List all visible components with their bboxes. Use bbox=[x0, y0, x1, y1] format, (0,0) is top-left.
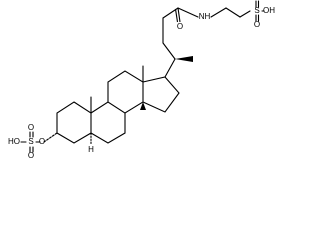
label-sulfonic-oh: OH bbox=[263, 6, 275, 15]
ring-d bbox=[142, 76, 180, 113]
bond-c24-n bbox=[177, 7, 199, 18]
bond-c17-c20 bbox=[164, 58, 176, 78]
label-sulfate-ho: HO bbox=[8, 137, 20, 146]
label-sulfate-o-bottom: O bbox=[28, 151, 34, 160]
wedge-c14-h bbox=[140, 102, 146, 110]
label-sulfonic-o-bottom: O bbox=[254, 20, 260, 29]
label-sulfate-o-top: O bbox=[28, 123, 34, 132]
label-sulfate-o-link: O bbox=[39, 137, 45, 146]
wedge-bonds bbox=[140, 56, 193, 110]
label-sulfonic-s: S bbox=[254, 6, 259, 15]
bond-c3-o bbox=[43, 132, 58, 143]
bond-c20-c22 bbox=[162, 42, 176, 60]
ring-b bbox=[90, 101, 126, 144]
bond-c24-o bbox=[177, 7, 181, 23]
label-sulfonic-o-top: O bbox=[254, 0, 260, 1]
bond-c24-o-2 bbox=[174, 8, 179, 23]
bond-n-ch2 bbox=[210, 7, 227, 18]
label-amide-nh: NH bbox=[199, 12, 211, 21]
label-sulfate-s: S bbox=[28, 137, 33, 146]
ring-a bbox=[56, 101, 92, 144]
amide-carbonyl bbox=[174, 7, 181, 23]
bond-ch2-ch2 bbox=[225, 7, 241, 18]
bond-ch2-s bbox=[239, 10, 251, 18]
chemical-structure-diagram: NH O S O O OH HO S O O O H bbox=[8, 0, 275, 160]
ring-c bbox=[107, 70, 144, 114]
atom-labels: NH O S O O OH HO S O O O H bbox=[8, 0, 275, 160]
label-amide-o: O bbox=[177, 22, 183, 31]
bond-lines bbox=[20, 0, 265, 153]
wedge-c20-methyl bbox=[175, 56, 193, 62]
label-h-5: H bbox=[88, 145, 94, 154]
